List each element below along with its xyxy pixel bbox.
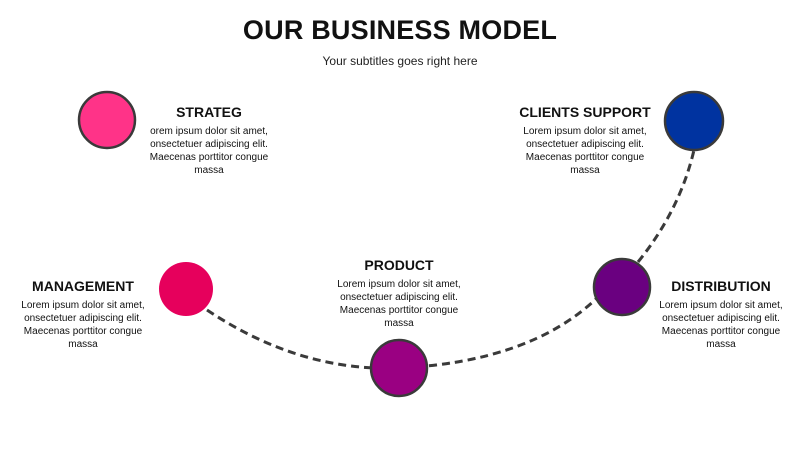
management-line: Lorem ipsum dolor sit amet,: [21, 300, 145, 311]
dashed-connector-upper: [636, 149, 696, 263]
distribution-line: onsectetuer adipiscing elit.: [662, 313, 780, 324]
management-node: [159, 262, 213, 316]
management-text: Lorem ipsum dolor sit amet, onsectetuer …: [8, 299, 158, 351]
page-title: OUR BUSINESS MODEL: [242, 15, 558, 45]
product-text: Lorem ipsum dolor sit amet, onsectetuer …: [324, 278, 474, 330]
management-block: MANAGEMENT Lorem ipsum dolor sit amet, o…: [8, 278, 158, 351]
strateg-node: [77, 90, 137, 150]
clients-support-text: Lorem ipsum dolor sit amet, onsectetuer …: [510, 125, 660, 177]
dashed-connector: [206, 296, 599, 370]
product-line: Lorem ipsum dolor sit amet,: [337, 279, 461, 290]
clients-support-line: massa: [570, 165, 600, 176]
product-line: Maecenas porttitor congue: [339, 305, 459, 316]
clients-support-line: Lorem ipsum dolor sit amet,: [523, 126, 647, 137]
strateg-line: Maecenas porttitor congue: [149, 152, 269, 163]
strateg-text: orem ipsum dolor sit amet, onsectetuer a…: [134, 125, 284, 177]
management-line: onsectetuer adipiscing elit.: [24, 313, 142, 324]
management-line: massa: [68, 339, 98, 350]
management-heading: MANAGEMENT: [32, 278, 134, 294]
clients-support-heading: CLIENTS SUPPORT: [519, 104, 651, 120]
strateg-line: onsectetuer adipiscing elit.: [150, 139, 268, 150]
distribution-line: Maecenas porttitor congue: [661, 326, 781, 337]
distribution-text: Lorem ipsum dolor sit amet, onsectetuer …: [646, 299, 796, 351]
product-line: massa: [384, 318, 414, 329]
distribution-heading: DISTRIBUTION: [671, 278, 771, 294]
distribution-node: [592, 257, 652, 317]
product-node: [369, 338, 429, 398]
strateg-line: orem ipsum dolor sit amet,: [150, 126, 268, 137]
distribution-block: DISTRIBUTION Lorem ipsum dolor sit amet,…: [646, 278, 796, 351]
strateg-line: massa: [194, 165, 224, 176]
distribution-line: massa: [706, 339, 736, 350]
strateg-block: STRATEG orem ipsum dolor sit amet, onsec…: [134, 104, 284, 177]
product-heading: PRODUCT: [364, 257, 434, 273]
clients-support-block: CLIENTS SUPPORT Lorem ipsum dolor sit am…: [510, 104, 660, 177]
product-block: PRODUCT Lorem ipsum dolor sit amet, onse…: [324, 257, 474, 330]
page-subtitle: Your subtitles goes right here: [322, 54, 478, 68]
clients-support-node: [663, 90, 725, 152]
distribution-line: Lorem ipsum dolor sit amet,: [659, 300, 783, 311]
clients-support-line: onsectetuer adipiscing elit.: [526, 139, 644, 150]
clients-support-line: Maecenas porttitor congue: [525, 152, 645, 163]
product-line: onsectetuer adipiscing elit.: [340, 292, 458, 303]
management-line: Maecenas porttitor congue: [23, 326, 143, 337]
strateg-heading: STRATEG: [176, 104, 242, 120]
